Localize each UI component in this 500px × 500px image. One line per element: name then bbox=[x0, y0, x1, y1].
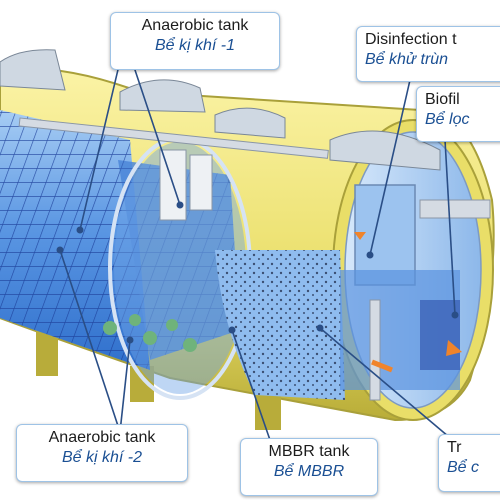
label-mbbr-tank: MBBR tank Bể MBBR bbox=[240, 438, 378, 496]
bio-media bbox=[103, 314, 197, 352]
pointer-lines bbox=[59, 39, 456, 443]
label-mbbr-tank-vi: Bể MBBR bbox=[273, 463, 345, 480]
label-disinfection-tank: Disinfection t Bể khử trùn bbox=[356, 26, 500, 82]
label-anaerobic-tank-1-en: Anaerobic tank bbox=[141, 17, 249, 34]
label-disinfection-tank-vi: Bể khử trùn bbox=[365, 51, 449, 68]
label-anaerobic-tank-2: Anaerobic tank Bể kị khí -2 bbox=[16, 424, 188, 482]
label-biofilter: Biofil Bể lọc bbox=[416, 86, 500, 142]
label-mbbr-tank-en: MBBR tank bbox=[268, 443, 350, 460]
label-anaerobic-tank-2-en: Anaerobic tank bbox=[48, 429, 156, 446]
label-treated-tank-partial: Tr Bể c bbox=[438, 434, 500, 492]
label-treated-tank-partial-vi: Bể c bbox=[447, 459, 480, 476]
label-anaerobic-tank-2-vi: Bể kị khí -2 bbox=[61, 449, 143, 466]
label-anaerobic-tank-1-vi: Bể kị khí -1 bbox=[154, 37, 236, 54]
disinfection-compartment bbox=[340, 184, 460, 390]
mbbr-compartment bbox=[215, 250, 345, 400]
label-biofilter-en: Biofil bbox=[425, 91, 460, 108]
label-disinfection-tank-en: Disinfection t bbox=[365, 31, 457, 48]
label-anaerobic-tank-1: Anaerobic tank Bể kị khí -1 bbox=[110, 12, 280, 70]
pipes bbox=[18, 117, 491, 401]
label-treated-tank-partial-en: Tr bbox=[447, 439, 462, 456]
manhole-covers bbox=[0, 49, 441, 171]
pointer-dots bbox=[56, 201, 459, 344]
anaerobic-compartment bbox=[0, 110, 240, 370]
label-biofilter-vi: Bể lọc bbox=[425, 111, 470, 128]
flow-arrows bbox=[354, 232, 462, 373]
